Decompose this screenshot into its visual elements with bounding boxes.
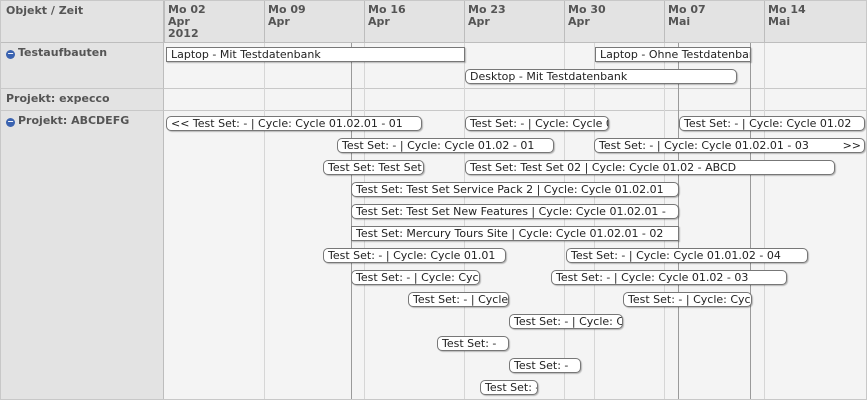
week-day: Mo 09 [268,3,306,16]
collapse-icon[interactable]: − [6,117,15,127]
gantt-bar[interactable]: Test Set: - [480,380,538,395]
gridline [464,43,465,399]
gantt-bar[interactable]: Test Set: Test Set New Features | Cycle:… [351,204,679,219]
gantt-bar[interactable]: Test Set: - | Cycle: Cycle 01.02 [351,270,480,285]
gantt-bar[interactable]: Test Set: Test Set 01 [323,160,424,175]
week-month: Apr [168,15,190,28]
row-label-text: Testaufbauten [18,46,108,59]
gantt-bar[interactable]: Test Set: Test Set 02 | Cycle: Cycle 01.… [465,160,835,175]
row-label-testaufbauten[interactable]: −Testaufbauten [1,43,164,89]
scroll-right-indicator[interactable]: >> [842,139,861,152]
gridline-marker [750,43,751,399]
row-label-abcdefg[interactable]: −Projekt: ABCDEFG [1,111,164,399]
gantt-bar[interactable]: Laptop - Mit Testdatenbank [166,47,465,62]
collapse-icon[interactable]: − [6,49,15,59]
week-month: Apr [368,15,390,28]
gantt-bar[interactable]: Test Set: - | Cycle: Cycle 01 [408,292,509,307]
week-month: Apr [268,15,290,28]
gantt-bar[interactable]: Laptop - Ohne Testdatenbank [595,47,751,62]
row-area-expecco [164,89,866,111]
gantt-bar-label: Test Set: - | Cycle: Cycle 01.02.01 - 03 [599,139,809,152]
gantt-bar[interactable]: Test Set: - | Cycle: Cycle 01 [623,292,752,307]
gantt-bar[interactable]: Test Set: - | Cycle: Cycle 01.02.01 - 03… [594,138,865,153]
gridline [764,43,765,399]
gridline [264,43,265,399]
gantt-bar[interactable]: Test Set: - [509,358,581,373]
week-header-apr-30: Mo 30 Apr [564,1,665,43]
week-year: 2012 [168,27,199,40]
gridline [664,43,665,399]
week-month: Apr [468,15,490,28]
week-day: Mo 07 [668,3,706,16]
week-header-may-07: Mo 07 Mai [664,1,765,43]
gantt-bar[interactable]: Desktop - Mit Testdatenbank [465,69,737,84]
gridline-marker [678,43,679,399]
gridline [364,43,365,399]
gridline-marker [351,43,352,399]
row-label-expecco[interactable]: Projekt: expecco [1,89,164,111]
gantt-bar[interactable]: << Test Set: - | Cycle: Cycle 01.02.01 -… [166,116,422,131]
week-month: Mai [768,15,791,28]
gantt-bar[interactable]: Test Set: - | Cycle: Cycle 01.02 - 01 [337,138,554,153]
gantt-bar[interactable]: Test Set: - | Cycle: Cycle 01.01.02 - 04 [566,248,808,263]
week-month: Mai [668,15,691,28]
timeline-header: Mo 02 Apr 2012 Mo 09 Apr Mo 16 Apr Mo 23… [164,1,866,43]
week-day: Mo 30 [568,3,606,16]
week-header-apr-02: Mo 02 Apr 2012 [164,1,265,43]
gantt-bar[interactable]: Test Set: Mercury Tours Site | Cycle: Cy… [351,226,679,241]
week-header-apr-23: Mo 23 Apr [464,1,565,43]
week-header-apr-09: Mo 09 Apr [264,1,365,43]
week-month: Apr [568,15,590,28]
gantt-bar[interactable]: Test Set: - | Cycle: Cycle 01.02 [679,116,865,131]
gantt-bar[interactable]: Test Set: - | Cycle: Cycle 01.02 - 03 [551,270,787,285]
week-day: Mo 23 [468,3,506,16]
gridline [564,43,565,399]
week-day: Mo 02 [168,3,206,16]
week-header-may-14: Mo 14 Mai [764,1,866,43]
gantt-bar[interactable]: Test Set: - | Cycle: Cycle 01.01 [323,248,506,263]
gantt-bar[interactable]: Test Set: - | Cycle: Cycle 01.02.01 - 02 [465,116,609,131]
row-label-text: Projekt: expecco [6,92,110,105]
gantt-bar[interactable]: Test Set: - | Cycle: Cycle 01 [509,314,623,329]
week-day: Mo 14 [768,3,806,16]
gridline [594,43,595,399]
week-header-apr-16: Mo 16 Apr [364,1,465,43]
object-time-header: Objekt / Zeit [1,1,164,43]
row-label-text: Projekt: ABCDEFG [18,114,130,127]
week-day: Mo 16 [368,3,406,16]
gantt-bar[interactable]: Test Set: Test Set Service Pack 2 | Cycl… [351,182,679,197]
gantt-bar[interactable]: Test Set: - [437,336,509,351]
